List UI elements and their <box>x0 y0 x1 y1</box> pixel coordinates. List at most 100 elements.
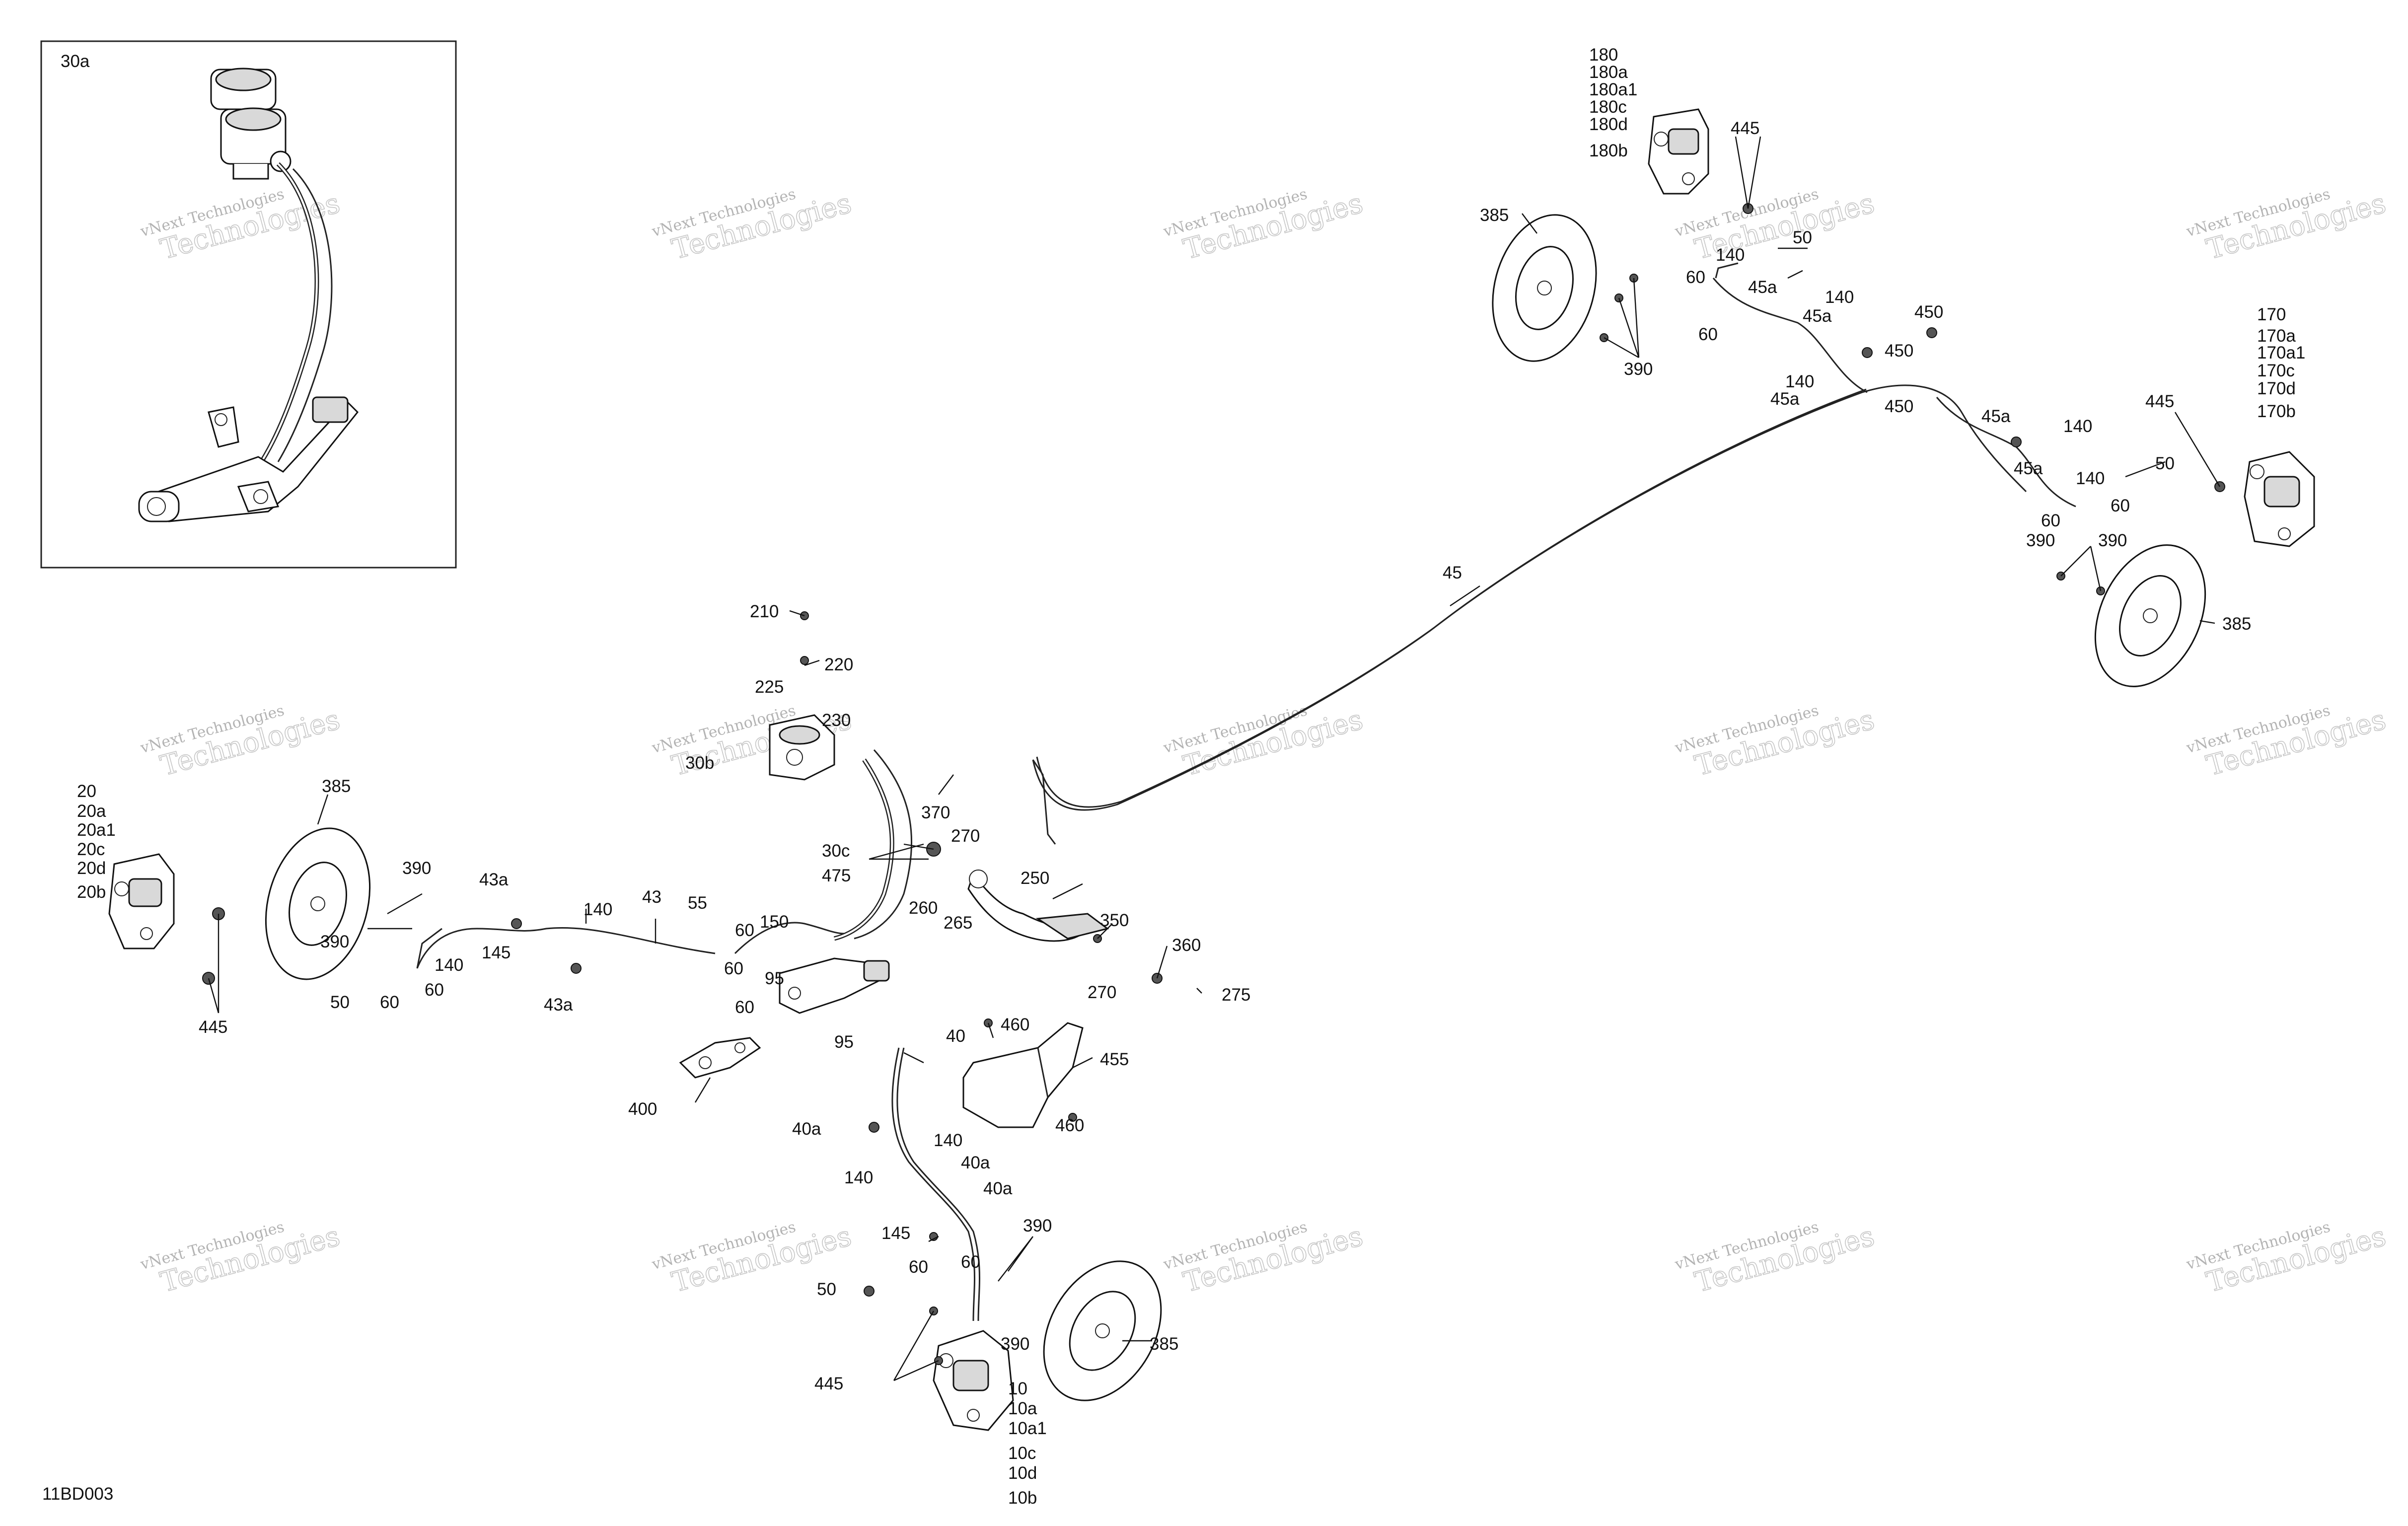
inset-master-cylinder-body <box>138 396 359 522</box>
callout-170: 170 <box>2257 305 2286 324</box>
heat-shield-455 <box>962 1022 1084 1128</box>
callout-60-g: 60 <box>425 980 444 1000</box>
callout-445-top: 445 <box>1731 119 1759 138</box>
caliper-right <box>2244 451 2315 547</box>
watermark-13: Technologies vNext Technologies <box>1161 1218 1367 1299</box>
callout-450-b: 450 <box>1885 341 1913 361</box>
watermark-9: Technologies vNext Technologies <box>1673 702 1878 783</box>
callout-60-j: 60 <box>909 1257 928 1277</box>
watermark-8: Technologies vNext Technologies <box>1161 702 1367 783</box>
callout-450-c: 450 <box>1885 397 1913 416</box>
callout-170a1: 170a1 <box>2257 343 2305 363</box>
callout-400: 400 <box>628 1099 657 1119</box>
watermark-10: Technologies vNext Technologies <box>2184 702 2390 783</box>
callout-30c: 30c <box>822 841 850 861</box>
callout-180a: 180a <box>1589 63 1628 82</box>
brake-disc-top-left <box>1492 214 1597 362</box>
callout-230: 230 <box>822 711 851 730</box>
callout-60-k: 60 <box>961 1252 980 1272</box>
brake-lines <box>416 262 2076 1321</box>
callout-390-g: 390 <box>1001 1334 1029 1354</box>
inset-label: 30a <box>61 52 90 71</box>
inset-frame <box>40 40 457 569</box>
callout-385-right: 385 <box>2222 614 2251 634</box>
callout-270-a: 270 <box>951 826 980 846</box>
callout-60-d: 60 <box>2041 511 2060 530</box>
callout-45a-a: 45a <box>1748 278 1777 297</box>
callout-20a1: 20a1 <box>77 820 116 840</box>
callout-445-bottom: 445 <box>814 1374 843 1393</box>
callout-60-i: 60 <box>735 998 754 1017</box>
callout-10: 10 <box>1008 1379 1027 1398</box>
callout-150: 150 <box>760 912 789 932</box>
callout-390-e: 390 <box>320 932 349 951</box>
callout-180a1: 180a1 <box>1589 80 1637 99</box>
diagram-code: 11BD003 <box>42 1484 113 1504</box>
callout-140-i: 140 <box>844 1168 873 1187</box>
callout-40a-a: 40a <box>792 1119 821 1139</box>
callout-45: 45 <box>1443 563 1462 582</box>
brake-line-40 <box>891 1047 975 1321</box>
callout-180d: 180d <box>1589 115 1628 134</box>
master-cylinder-30b <box>769 714 835 781</box>
callout-460-a: 460 <box>1001 1015 1029 1034</box>
callout-145-b: 145 <box>881 1224 910 1243</box>
callout-270-b: 270 <box>1088 983 1116 1002</box>
callout-265: 265 <box>944 913 972 933</box>
callout-225: 225 <box>755 677 784 697</box>
callout-43: 43 <box>642 887 661 907</box>
callout-140-d: 140 <box>2063 417 2092 436</box>
fasteners <box>202 203 2225 1365</box>
callout-20d: 20d <box>77 859 106 878</box>
callout-180b: 180b <box>1589 141 1628 160</box>
callout-180: 180 <box>1589 45 1618 65</box>
callout-170b: 170b <box>2257 402 2296 421</box>
watermark-3: Technologies vNext Technologies <box>1161 185 1367 266</box>
callout-210: 210 <box>750 602 779 621</box>
watermark-4: Technologies vNext Technologies <box>1673 185 1878 266</box>
watermark-5: Technologies vNext Technologies <box>2184 185 2390 266</box>
master-cylinder-95 <box>779 957 890 1014</box>
bracket-400 <box>679 1037 761 1079</box>
caliper-top <box>1648 108 1709 195</box>
caliper-left <box>108 853 175 949</box>
watermark-15: Technologies vNext Technologies <box>2184 1218 2390 1299</box>
callout-445-left: 445 <box>199 1017 227 1037</box>
callout-20: 20 <box>77 782 96 801</box>
callout-140-e: 140 <box>2076 469 2105 488</box>
brake-line-43 <box>416 927 716 969</box>
callout-370: 370 <box>921 803 950 822</box>
callout-10b: 10b <box>1008 1488 1037 1508</box>
callout-170c: 170c <box>2257 361 2295 380</box>
callout-60-b: 60 <box>1698 325 1718 344</box>
watermark-2: Technologies vNext Technologies <box>650 185 855 266</box>
inset-master-cylinder: 30a <box>40 40 457 569</box>
callout-50-a: 50 <box>1793 228 1812 247</box>
brake-disc-left <box>265 827 371 980</box>
callout-10c: 10c <box>1008 1444 1036 1463</box>
callout-450-a: 450 <box>1914 302 1943 322</box>
watermark-6: Technologies vNext Technologies <box>138 702 344 783</box>
callout-95-a: 95 <box>765 969 784 988</box>
callout-140-b: 140 <box>1825 288 1854 307</box>
callout-labels: 180 180a 180a1 180c 180d 180b 445 385 14… <box>42 45 2305 1508</box>
callout-40a-b: 40a <box>961 1153 990 1172</box>
callout-45a-e: 45a <box>2014 459 2043 478</box>
brake-disc-right <box>2094 544 2206 687</box>
callout-20c: 20c <box>77 840 105 859</box>
callout-140-f: 140 <box>584 900 612 919</box>
callout-10a: 10a <box>1008 1399 1037 1418</box>
callout-50-d: 50 <box>817 1280 836 1299</box>
callout-40: 40 <box>946 1026 965 1046</box>
callout-60-c: 60 <box>2111 496 2130 515</box>
watermarks: Technologies vNext Technologies Technolo… <box>138 185 2390 1299</box>
callout-43a-a: 43a <box>479 870 509 889</box>
callout-220: 220 <box>824 655 853 674</box>
brake-disc-bottom <box>1043 1260 1162 1401</box>
callout-385-left: 385 <box>322 777 351 796</box>
callout-170d: 170d <box>2257 379 2296 398</box>
callout-275: 275 <box>1222 985 1250 1005</box>
callout-45a-b: 45a <box>1803 306 1832 326</box>
callout-45a-c: 45a <box>1770 389 1800 409</box>
